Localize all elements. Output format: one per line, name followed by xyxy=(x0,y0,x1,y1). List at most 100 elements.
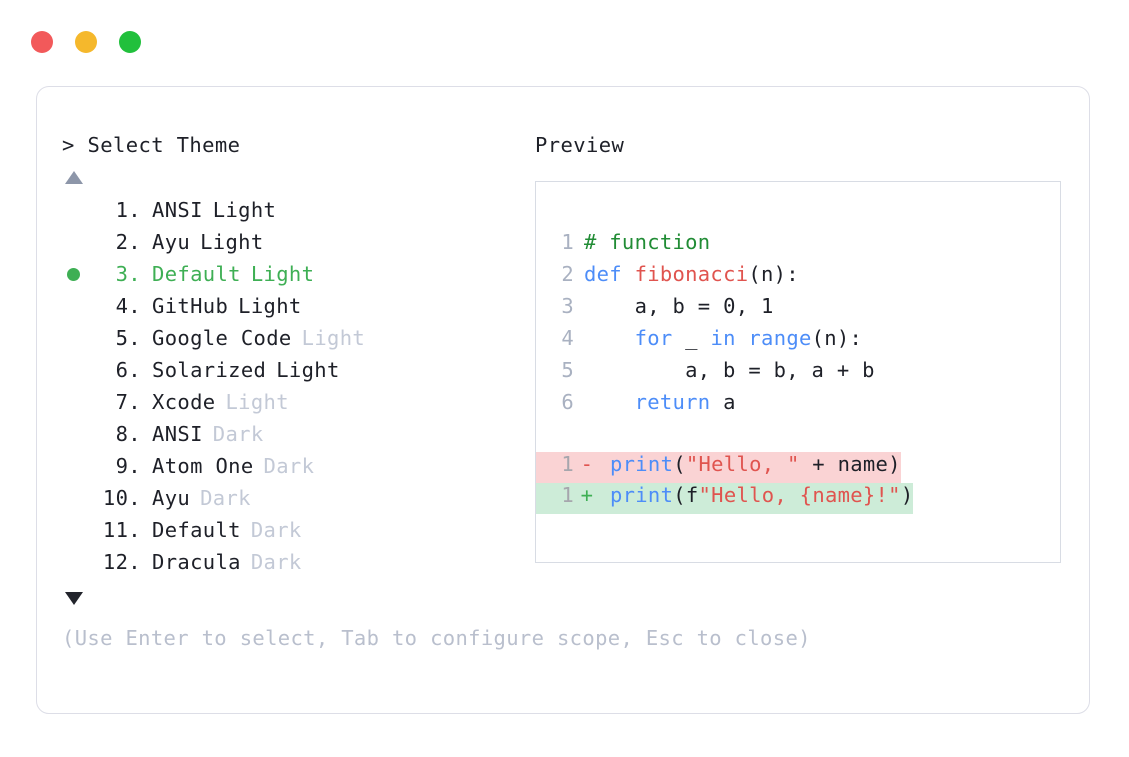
maximize-button[interactable] xyxy=(119,31,141,53)
theme-item-index: 9. xyxy=(115,454,141,478)
line-number: 5 xyxy=(561,358,574,382)
code-line: 1# function xyxy=(536,230,1060,262)
code-line-text: # function xyxy=(574,230,710,254)
theme-item-name: Ayu xyxy=(152,486,191,510)
line-number: 1 xyxy=(561,452,574,476)
code-line: 3 a, b = 0, 1 xyxy=(536,294,1060,326)
code-line-text: def fibonacci(n): xyxy=(574,262,799,286)
theme-item-index: 3. xyxy=(115,262,141,286)
theme-list-item[interactable]: 3. Default Light xyxy=(62,262,532,294)
theme-item-variant: Light xyxy=(238,294,302,318)
line-number: 3 xyxy=(561,294,574,318)
diff-sign: - xyxy=(580,452,594,476)
code-token: print xyxy=(610,483,674,507)
code-token: a, b = b, a + b xyxy=(584,358,875,382)
code-token: ( xyxy=(673,483,686,507)
triangle-up-icon[interactable] xyxy=(65,171,83,184)
code-line: 4 for _ in range(n): xyxy=(536,326,1060,358)
theme-item-name: GitHub xyxy=(152,294,229,318)
line-number: 4 xyxy=(561,326,574,350)
code-token: _ xyxy=(672,326,711,350)
theme-item-name: Xcode xyxy=(152,390,216,414)
theme-item-index: 11. xyxy=(102,518,141,542)
theme-item-variant: Light xyxy=(276,358,340,382)
keyboard-hint: (Use Enter to select, Tab to configure s… xyxy=(62,626,811,650)
code-token: 1 xyxy=(761,294,774,318)
theme-item-index: 1. xyxy=(115,198,141,222)
theme-item-variant: Light xyxy=(225,390,289,414)
theme-item-variant: Light xyxy=(301,326,366,350)
preview-title: Preview xyxy=(535,133,625,157)
window-controls xyxy=(31,31,141,53)
page-title: > Select Theme xyxy=(62,133,241,157)
code-token: ) xyxy=(900,483,914,507)
theme-item-name: Ayu xyxy=(152,230,191,254)
diff-line-add: 1+ print(f"Hello, {name}!") xyxy=(536,483,1060,514)
code-token: # function xyxy=(584,230,711,254)
theme-item-variant: Dark xyxy=(263,454,315,478)
minimize-button[interactable] xyxy=(75,31,97,53)
theme-item-name: Google Code xyxy=(152,326,292,350)
code-token: (n): xyxy=(748,262,799,286)
code-token xyxy=(584,326,635,350)
code-token: (n): xyxy=(811,326,863,350)
theme-item-variant: Dark xyxy=(212,422,264,446)
code-token xyxy=(736,326,749,350)
theme-item-name: Atom One xyxy=(152,454,254,478)
code-token: "Hello, " xyxy=(685,452,800,476)
diff-sign: + xyxy=(580,483,594,507)
theme-item-name: Default xyxy=(152,262,241,286)
code-token: f xyxy=(685,483,699,507)
triangle-down-icon[interactable] xyxy=(65,592,83,605)
theme-item-index: 12. xyxy=(102,550,141,574)
diff-line-del: 1-print("Hello, " + name) xyxy=(536,452,1060,483)
theme-item-variant: Light xyxy=(212,198,277,222)
code-token xyxy=(584,390,635,414)
code-token: fibonacci xyxy=(634,262,749,286)
code-line-text: a, b = b, a + b xyxy=(574,358,875,382)
diff-line-background: 1-print("Hello, " + name) xyxy=(536,452,901,483)
code-line-text: return a xyxy=(574,390,736,414)
theme-item-index: 5. xyxy=(115,326,141,350)
code-token: {name} xyxy=(799,483,876,507)
code-token: ( xyxy=(673,452,686,476)
code-token: range xyxy=(748,326,812,350)
close-button[interactable] xyxy=(31,31,53,53)
theme-list-item[interactable]: 9. Atom One Dark xyxy=(62,454,532,486)
line-number: 6 xyxy=(561,390,574,414)
code-token: in xyxy=(710,326,736,350)
code-line-text: for _ in range(n): xyxy=(574,326,862,350)
theme-item-index: 6. xyxy=(115,358,141,382)
diff-line-background: 1+ print(f"Hello, {name}!") xyxy=(536,483,914,514)
code-token: + name) xyxy=(799,452,901,476)
code-token: a, b = xyxy=(584,294,724,318)
selected-bullet-icon xyxy=(67,268,80,281)
theme-item-variant: Light xyxy=(250,262,315,286)
diff-block: 1-print("Hello, " + name)1+print(f"Hello… xyxy=(536,452,1060,514)
theme-item-index: 10. xyxy=(102,486,141,510)
theme-item-variant: Dark xyxy=(250,550,302,574)
code-token: !" xyxy=(875,483,901,507)
code-token: "Hello, xyxy=(698,483,800,507)
code-line: 5 a, b = b, a + b xyxy=(536,358,1060,390)
theme-list-item[interactable]: 5. Google Code Light xyxy=(62,326,532,358)
line-number: 1 xyxy=(561,483,574,507)
code-line-text: a, b = 0, 1 xyxy=(574,294,774,318)
